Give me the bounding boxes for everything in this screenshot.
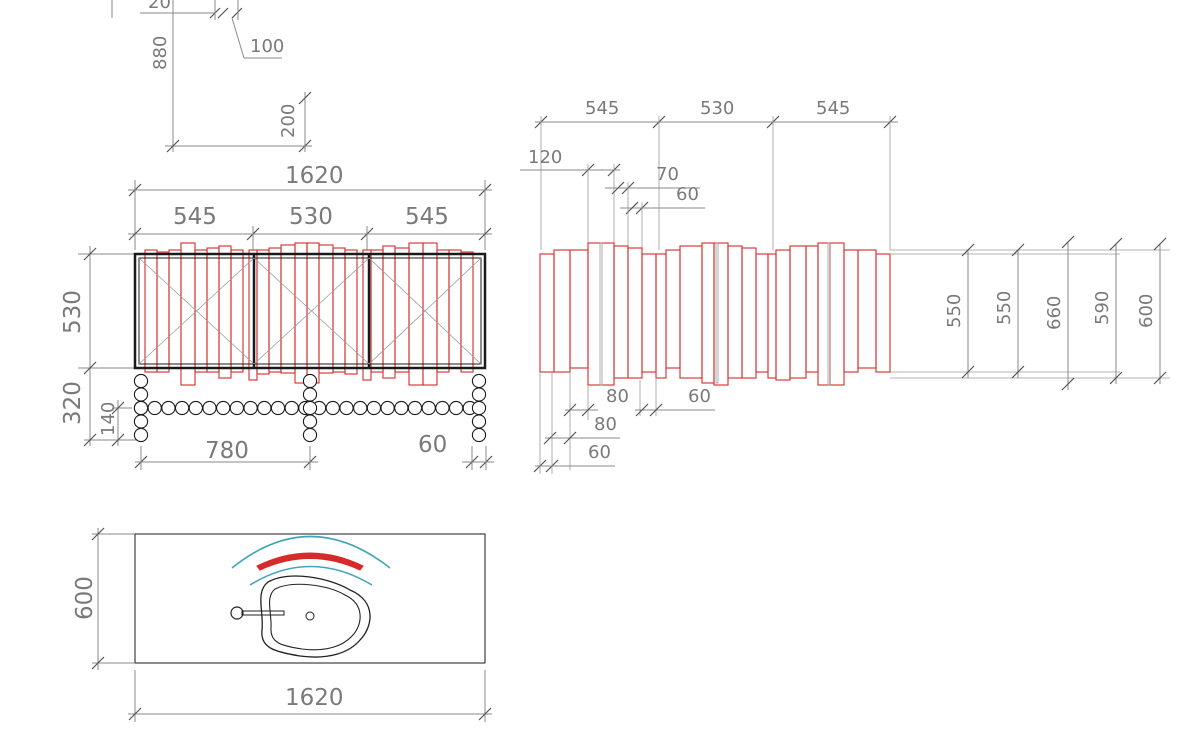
legs-and-stretcher [133,373,487,443]
front-module-width-1: 545 [173,204,217,230]
front-module-width-3: 545 [405,204,449,230]
stretcher-bead [353,400,368,416]
side-bottom-dim-80b: 80 [594,414,617,435]
front-leg-height: 320 [60,381,86,425]
side-module-width-1: 545 [585,98,619,119]
basin-outer [260,575,371,658]
leg-bead [302,427,318,443]
tap-spout [241,610,285,616]
detail-dim-100: 100 [250,36,284,57]
side-bottom-dim-60a: 60 [688,386,711,407]
stretcher-bead [407,400,423,416]
stretcher-bead [174,400,190,416]
detail-dim-200: 200 [278,104,299,138]
basin-inner [269,583,361,651]
side-view: 545 530 545 120 70 60 [520,98,1170,474]
stretcher-bead [394,400,409,416]
leg-bead [133,400,149,416]
arc-outer [231,535,391,569]
stretcher-bead [202,400,217,416]
tile-band [256,552,364,571]
leg-bead [302,373,318,389]
plan-depth: 600 [72,576,98,620]
leg-bead [471,373,487,389]
leg-bead [302,414,318,429]
side-height-600: 600 [1136,294,1157,328]
front-overall-width: 1620 [285,163,344,189]
detail-dim-20: 20 [148,0,171,13]
side-height-590: 590 [1092,291,1113,325]
stretcher-bead [147,400,162,416]
arc-inner [249,565,373,586]
top-detail: 20 100 880 200 [111,0,312,153]
detail-dim-880: 880 [150,36,171,70]
side-slat-width-70: 70 [656,164,679,185]
side-bottom-dim-60b: 60 [588,442,611,463]
leg-bead [471,387,487,402]
stretcher-bead [188,400,203,416]
side-slat-width-60: 60 [676,184,699,205]
stretcher-bead [421,400,436,416]
front-body-height: 530 [60,290,86,334]
tap-base [230,606,244,620]
stretcher-bead [366,400,382,416]
stretcher-bead [380,400,395,416]
stretcher-bead [284,400,299,416]
stretcher-bead [243,400,258,416]
leg-bead [302,387,318,402]
leg-bead [133,414,149,429]
leg-bead [471,427,487,443]
stretcher-bead [257,400,272,416]
side-module-width-3: 545 [816,98,850,119]
stretcher-bead [216,400,231,416]
side-height-550b: 550 [994,291,1015,325]
leg-bead [302,400,318,416]
leg-bead [471,414,487,429]
stretcher-bead [448,400,464,416]
stretcher-bead [435,400,450,416]
stretcher-bead [229,400,245,416]
front-module-width-2: 530 [289,204,333,230]
front-stretcher-height: 140 [98,402,119,436]
side-height-550a: 550 [944,294,965,328]
plan-width: 1620 [285,685,344,711]
drain [305,611,315,621]
front-leg-size: 60 [418,432,447,458]
side-slats [539,242,891,386]
leg-bead [471,400,487,416]
side-bottom-dim-80a: 80 [606,386,629,407]
plan-view: 600 1620 [72,527,492,722]
leg-bead [133,427,149,443]
side-module-width-2: 530 [700,98,734,119]
stretcher-bead [161,400,176,416]
side-slat-width-120: 120 [528,147,562,168]
stretcher-bead [270,400,286,416]
front-view: 1620 545 530 545 530 320 140 [60,163,494,470]
leg-bead [133,373,149,389]
front-leg-spacing: 780 [205,438,249,464]
cabinet-frame [133,252,487,370]
side-height-dims: 550 550 660 590 600 [890,235,1170,391]
leg-bead [133,387,149,402]
stretcher-bead [325,400,340,416]
stretcher-bead [339,400,354,416]
side-height-660: 660 [1044,296,1065,330]
